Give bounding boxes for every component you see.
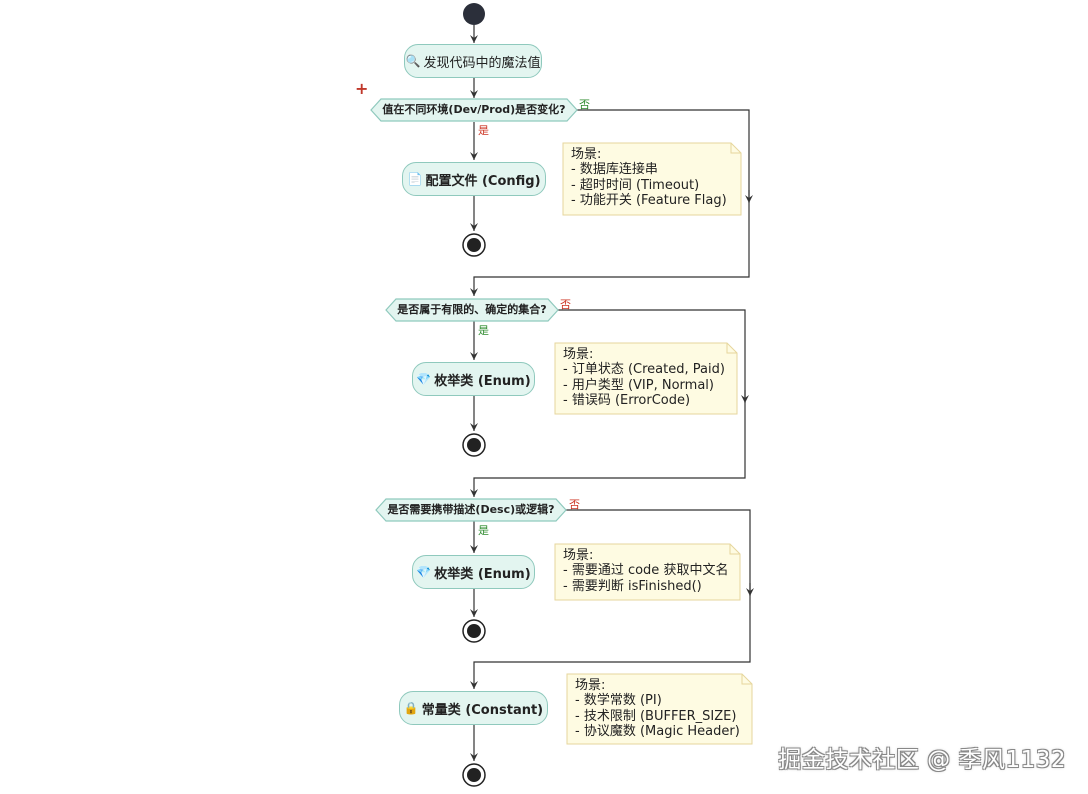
note-shape-4 xyxy=(566,673,753,745)
note-line: - 超时时间 (Timeout) xyxy=(571,177,700,193)
activity-constant: 🔒 常量类 (Constant) xyxy=(399,691,548,725)
activity-label: 枚举类 (Enum) xyxy=(434,566,531,582)
document-icon: 📄 xyxy=(407,172,423,186)
branch-yes-2: 是 xyxy=(478,324,489,337)
branch-yes-3: 是 xyxy=(478,524,489,537)
note-line: 场景: xyxy=(563,548,594,563)
activity-label: 发现代码中的魔法值 xyxy=(423,55,541,71)
decision-shape-3 xyxy=(375,498,567,522)
decision-shape-2 xyxy=(385,298,559,322)
activity-label: 枚举类 (Enum) xyxy=(434,373,531,389)
note-line: - 错误码 (ErrorCode) xyxy=(563,392,691,408)
activity-label: 常量类 (Constant) xyxy=(421,702,544,718)
note-line: - 数学常数 (PI) xyxy=(575,693,662,709)
decision-label-1: 值在不同环境(Dev/Prod)是否变化? xyxy=(382,103,566,116)
note-shape-1 xyxy=(562,142,742,216)
note-line: - 技术限制 (BUFFER_SIZE) xyxy=(575,708,737,724)
activity-find-magic-value: 🔍 发现代码中的魔法值 xyxy=(404,44,542,78)
start-node xyxy=(463,3,485,25)
note-config-scenarios: 场景: - 数据库连接串 - 超时时间 (Timeout) - 功能开关 (Fe… xyxy=(563,143,741,212)
branch-no-1: 否 xyxy=(579,98,590,111)
activity-label: 配置文件 (Config) xyxy=(425,173,541,189)
branch-no-3: 否 xyxy=(569,498,580,511)
note-line: - 需要通过 code 获取中文名 xyxy=(563,563,729,579)
note-line: - 功能开关 (Feature Flag) xyxy=(571,192,727,208)
branch-no-2: 否 xyxy=(560,298,571,311)
end-node-3 xyxy=(462,619,486,643)
activity-enum-2: 💎 枚举类 (Enum) xyxy=(412,555,535,589)
note-shape-3 xyxy=(554,543,741,601)
watermark: 掘金技术社区 @ 季风1132 xyxy=(778,747,1066,773)
note-enum-scenarios: 场景: - 订单状态 (Created, Paid) - 用户类型 (VIP, … xyxy=(555,343,737,412)
note-line: - 需要判断 isFinished() xyxy=(563,578,702,594)
plus-marker: + xyxy=(355,79,369,98)
end-node-1 xyxy=(462,233,486,257)
note-shape-2 xyxy=(554,342,738,415)
activity-enum-1: 💎 枚举类 (Enum) xyxy=(412,362,535,396)
decision-label-3: 是否需要携带描述(Desc)或逻辑? xyxy=(387,503,555,516)
decision-label-2: 是否属于有限的、确定的集合? xyxy=(397,303,547,316)
note-enum-desc-scenarios: 场景: - 需要通过 code 获取中文名 - 需要判断 isFinished(… xyxy=(555,544,740,598)
note-line: - 数据库连接串 xyxy=(571,162,658,178)
activity-config: 📄 配置文件 (Config) xyxy=(402,162,546,196)
branch-yes-1: 是 xyxy=(478,124,489,137)
note-line: - 协议魔数 (Magic Header) xyxy=(575,723,740,739)
end-node-4 xyxy=(462,763,486,787)
note-line: - 订单状态 (Created, Paid) xyxy=(563,362,725,378)
note-line: 场景: xyxy=(571,147,602,162)
gem-icon: 💎 xyxy=(416,372,432,386)
decision-shape-1 xyxy=(370,98,578,122)
note-constant-scenarios: 场景: - 数学常数 (PI) - 技术限制 (BUFFER_SIZE) - 协… xyxy=(567,674,752,743)
magnifier-icon: 🔍 xyxy=(405,54,421,68)
note-line: - 用户类型 (VIP, Normal) xyxy=(563,377,714,393)
note-line: 场景: xyxy=(575,678,606,693)
end-node-2 xyxy=(462,433,486,457)
gem-icon: 💎 xyxy=(416,565,432,579)
note-line: 场景: xyxy=(563,347,594,362)
lock-icon: 🔒 xyxy=(403,701,419,715)
